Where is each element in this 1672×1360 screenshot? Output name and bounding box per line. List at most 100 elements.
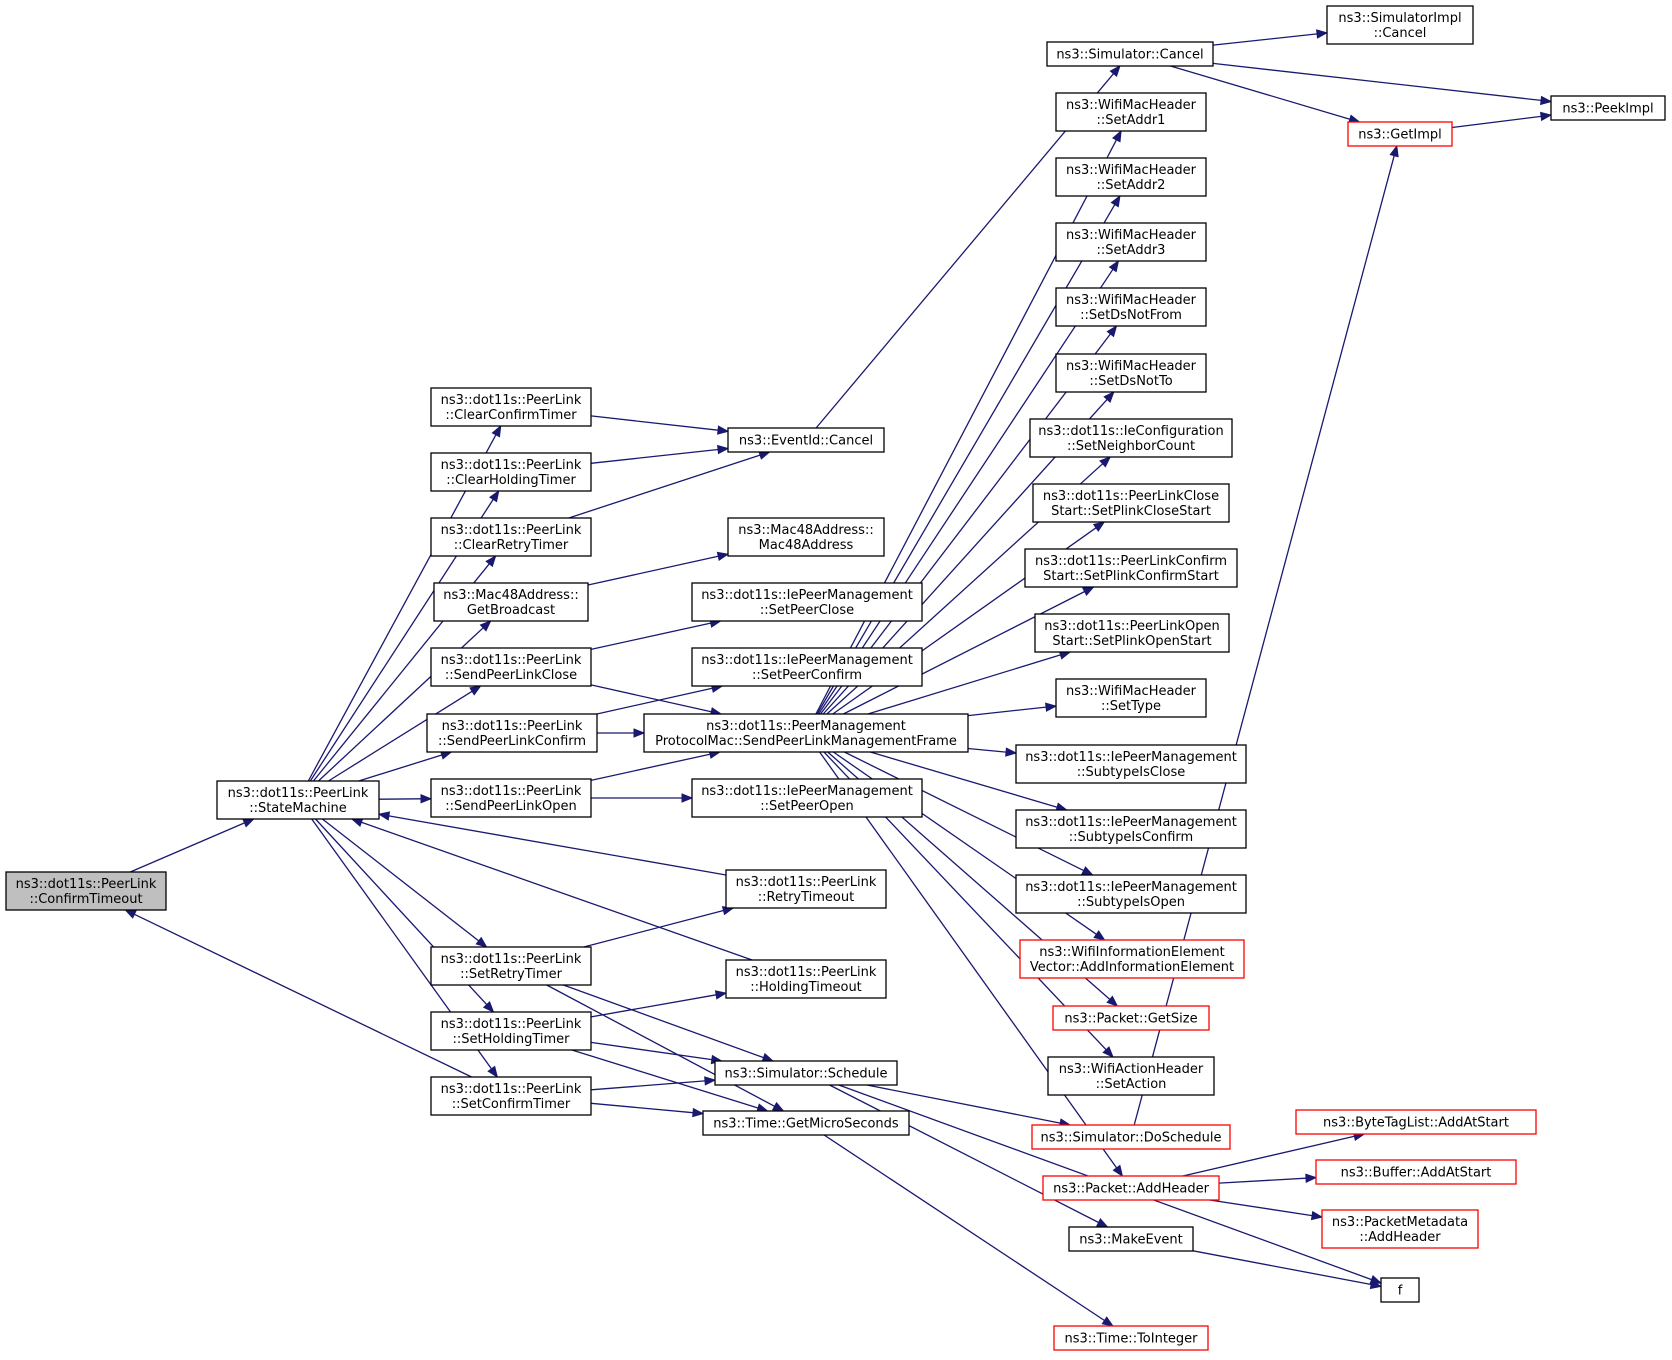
node-send-close[interactable]: ns3::dot11s::PeerLink::SendPeerLinkClose xyxy=(430,647,592,687)
node-box[interactable] xyxy=(1032,483,1230,523)
node-set-ds-not-from[interactable]: ns3::WifiMacHeader::SetDsNotFrom xyxy=(1055,287,1207,327)
node-box[interactable] xyxy=(1347,121,1453,147)
node-box[interactable] xyxy=(1550,95,1666,121)
node-box[interactable] xyxy=(1047,1056,1215,1096)
node-box[interactable] xyxy=(1055,92,1207,132)
node-box[interactable] xyxy=(426,713,598,753)
node-box[interactable] xyxy=(1031,1124,1231,1150)
node-set-retry-timer[interactable]: ns3::dot11s::PeerLink::SetRetryTimer xyxy=(430,946,592,986)
node-buffer-add[interactable]: ns3::Buffer::AddAtStart xyxy=(1315,1159,1517,1185)
node-get-impl[interactable]: ns3::GetImpl xyxy=(1347,121,1453,147)
node-box[interactable] xyxy=(725,869,887,909)
node-box[interactable] xyxy=(1034,613,1230,653)
node-plink-open-start[interactable]: ns3::dot11s::PeerLinkOpenStart::SetPlink… xyxy=(1034,613,1230,653)
node-box[interactable] xyxy=(1068,1226,1194,1252)
node-packet-get-size[interactable]: ns3::Packet::GetSize xyxy=(1052,1005,1210,1031)
node-pktmeta-add-header[interactable]: ns3::PacketMetadata::AddHeader xyxy=(1321,1209,1479,1249)
node-box[interactable] xyxy=(1015,744,1247,784)
node-add-info-element[interactable]: ns3::WifiInformationElementVector::AddIn… xyxy=(1019,939,1245,979)
node-set-addr2[interactable]: ns3::WifiMacHeader::SetAddr2 xyxy=(1055,157,1207,197)
node-make-event[interactable]: ns3::MakeEvent xyxy=(1068,1226,1194,1252)
node-sim-schedule[interactable]: ns3::Simulator::Schedule xyxy=(714,1060,898,1086)
node-box[interactable] xyxy=(433,582,589,622)
node-packet-add-header[interactable]: ns3::Packet::AddHeader xyxy=(1042,1175,1220,1201)
node-box[interactable] xyxy=(430,778,592,818)
node-box[interactable] xyxy=(1055,287,1207,327)
node-box[interactable] xyxy=(1380,1277,1420,1303)
node-set-addr1[interactable]: ns3::WifiMacHeader::SetAddr1 xyxy=(1055,92,1207,132)
node-box[interactable] xyxy=(643,713,969,753)
node-confirm-timeout[interactable]: ns3::dot11s::PeerLink::ConfirmTimeout xyxy=(5,871,167,911)
node-box[interactable] xyxy=(1052,1005,1210,1031)
node-box[interactable] xyxy=(430,517,592,557)
node-send-mgmt-frame[interactable]: ns3::dot11s::PeerManagementProtocolMac::… xyxy=(643,713,969,753)
node-get-broadcast[interactable]: ns3::Mac48Address::GetBroadcast xyxy=(433,582,589,622)
node-set-addr3[interactable]: ns3::WifiMacHeader::SetAddr3 xyxy=(1055,222,1207,262)
node-clear-confirm-timer[interactable]: ns3::dot11s::PeerLink::ClearConfirmTimer xyxy=(430,387,592,427)
node-box[interactable] xyxy=(1024,548,1238,588)
node-box[interactable] xyxy=(430,1011,592,1051)
node-set-holding-timer[interactable]: ns3::dot11s::PeerLink::SetHoldingTimer xyxy=(430,1011,592,1051)
node-box[interactable] xyxy=(691,778,923,818)
node-box[interactable] xyxy=(1315,1159,1517,1185)
node-box[interactable] xyxy=(1055,353,1207,393)
node-set-neighbor-count[interactable]: ns3::dot11s::IeConfiguration::SetNeighbo… xyxy=(1029,418,1233,458)
node-box[interactable] xyxy=(1015,809,1247,849)
node-box[interactable] xyxy=(430,946,592,986)
node-box[interactable] xyxy=(1042,1175,1220,1201)
node-simimpl-cancel[interactable]: ns3::SimulatorImpl::Cancel xyxy=(1326,5,1474,45)
node-box[interactable] xyxy=(1326,5,1474,45)
node-peek-impl[interactable]: ns3::PeekImpl xyxy=(1550,95,1666,121)
node-box[interactable] xyxy=(727,517,885,557)
node-box[interactable] xyxy=(727,427,885,453)
node-set-confirm-timer[interactable]: ns3::dot11s::PeerLink::SetConfirmTimer xyxy=(430,1076,592,1116)
node-box[interactable] xyxy=(430,387,592,427)
node-f[interactable]: f xyxy=(1380,1277,1420,1303)
node-box[interactable] xyxy=(691,647,923,687)
node-box[interactable] xyxy=(714,1060,898,1086)
node-ie-set-peer-confirm[interactable]: ns3::dot11s::IePeerManagement::SetPeerCo… xyxy=(691,647,923,687)
node-ie-set-peer-open[interactable]: ns3::dot11s::IePeerManagement::SetPeerOp… xyxy=(691,778,923,818)
node-set-ds-not-to[interactable]: ns3::WifiMacHeader::SetDsNotTo xyxy=(1055,353,1207,393)
node-subtype-open[interactable]: ns3::dot11s::IePeerManagement::SubtypeIs… xyxy=(1015,874,1247,914)
node-mac48-ctor[interactable]: ns3::Mac48Address::Mac48Address xyxy=(727,517,885,557)
node-state-machine[interactable]: ns3::dot11s::PeerLink::StateMachine xyxy=(216,780,380,820)
node-set-type[interactable]: ns3::WifiMacHeader::SetType xyxy=(1055,678,1207,718)
node-box[interactable] xyxy=(430,1076,592,1116)
node-box[interactable] xyxy=(725,959,887,999)
node-send-confirm[interactable]: ns3::dot11s::PeerLink::SendPeerLinkConfi… xyxy=(426,713,598,753)
node-time-micro[interactable]: ns3::Time::GetMicroSeconds xyxy=(702,1110,910,1136)
node-clear-retry-timer[interactable]: ns3::dot11s::PeerLink::ClearRetryTimer xyxy=(430,517,592,557)
node-clear-holding-timer[interactable]: ns3::dot11s::PeerLink::ClearHoldingTimer xyxy=(430,452,592,492)
node-box[interactable] xyxy=(691,582,923,622)
node-bytetag-add[interactable]: ns3::ByteTagList::AddAtStart xyxy=(1295,1109,1537,1135)
node-box[interactable] xyxy=(1029,418,1233,458)
node-retry-timeout[interactable]: ns3::dot11s::PeerLink::RetryTimeout xyxy=(725,869,887,909)
node-plink-confirm-start[interactable]: ns3::dot11s::PeerLinkConfirmStart::SetPl… xyxy=(1024,548,1238,588)
node-box[interactable] xyxy=(1015,874,1247,914)
node-holding-timeout[interactable]: ns3::dot11s::PeerLink::HoldingTimeout xyxy=(725,959,887,999)
node-box[interactable] xyxy=(1019,939,1245,979)
node-eventid-cancel[interactable]: ns3::EventId::Cancel xyxy=(727,427,885,453)
node-plink-close-start[interactable]: ns3::dot11s::PeerLinkCloseStart::SetPlin… xyxy=(1032,483,1230,523)
node-box[interactable] xyxy=(702,1110,910,1136)
node-box[interactable] xyxy=(1321,1209,1479,1249)
node-box[interactable] xyxy=(216,780,380,820)
node-sim-cancel[interactable]: ns3::Simulator::Cancel xyxy=(1046,41,1214,67)
node-time-to-integer[interactable]: ns3::Time::ToInteger xyxy=(1053,1325,1209,1351)
node-box[interactable] xyxy=(5,871,167,911)
node-box[interactable] xyxy=(430,452,592,492)
node-send-open[interactable]: ns3::dot11s::PeerLink::SendPeerLinkOpen xyxy=(430,778,592,818)
node-box[interactable] xyxy=(1295,1109,1537,1135)
node-sim-do-schedule[interactable]: ns3::Simulator::DoSchedule xyxy=(1031,1124,1231,1150)
node-box[interactable] xyxy=(1055,222,1207,262)
node-box[interactable] xyxy=(1055,678,1207,718)
node-box[interactable] xyxy=(430,647,592,687)
node-subtype-confirm[interactable]: ns3::dot11s::IePeerManagement::SubtypeIs… xyxy=(1015,809,1247,849)
node-box[interactable] xyxy=(1055,157,1207,197)
node-subtype-close[interactable]: ns3::dot11s::IePeerManagement::SubtypeIs… xyxy=(1015,744,1247,784)
node-action-set-action[interactable]: ns3::WifiActionHeader::SetAction xyxy=(1047,1056,1215,1096)
node-box[interactable] xyxy=(1053,1325,1209,1351)
node-ie-set-peer-close[interactable]: ns3::dot11s::IePeerManagement::SetPeerCl… xyxy=(691,582,923,622)
node-box[interactable] xyxy=(1046,41,1214,67)
